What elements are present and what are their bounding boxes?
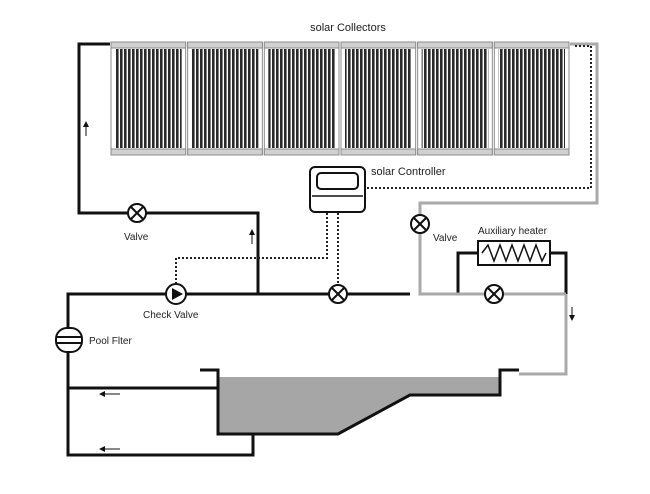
pool-water [218, 377, 500, 434]
pipe-main-line [66, 292, 410, 388]
pipe-hot-supply [418, 42, 599, 296]
controller-label: solar Controller [371, 166, 446, 178]
valve-icon [484, 284, 504, 304]
flow-arrow-icon [569, 307, 575, 321]
flow-arrow-icon [99, 446, 120, 452]
heater-coil-icon [477, 240, 551, 266]
solar-controller-icon [309, 166, 366, 213]
pool-filter-label: Pool Flter [89, 336, 132, 347]
pool [200, 368, 519, 436]
valve-icon [410, 214, 430, 234]
wire-sensor-collector [362, 45, 592, 189]
check-valve-label: Check Valve [143, 310, 199, 321]
collector-panel [110, 41, 187, 156]
flow-arrow-icon [83, 121, 89, 136]
pool-filter-icon [55, 327, 83, 353]
collectors-label: solar Collectors [310, 22, 386, 34]
valve-label: Valve [433, 233, 458, 244]
collector-panel [263, 41, 340, 156]
check-valve-icon [165, 283, 187, 305]
supply-pipes [66, 42, 568, 457]
collector-panel [417, 41, 493, 156]
pool-wall [200, 368, 519, 436]
valve-label: Valve [124, 232, 149, 243]
wire-to-pump [175, 213, 328, 283]
flow-arrow-icon [99, 391, 120, 397]
valve-icon [127, 203, 147, 223]
flow-arrow-icon [249, 229, 255, 244]
valve-icon [328, 284, 348, 304]
collector-panel [493, 41, 570, 156]
pipe-hot-to-pool [519, 294, 568, 376]
collector-panel [340, 41, 417, 156]
control-wires [175, 45, 592, 283]
solar-collector-array [110, 41, 570, 156]
collector-panel [187, 41, 263, 156]
pipe-collector-return [77, 42, 260, 294]
pipe-pool-suction-lower [66, 388, 255, 457]
aux-heater-label: Auxiliary heater [478, 226, 548, 237]
return-pipes [418, 42, 599, 376]
